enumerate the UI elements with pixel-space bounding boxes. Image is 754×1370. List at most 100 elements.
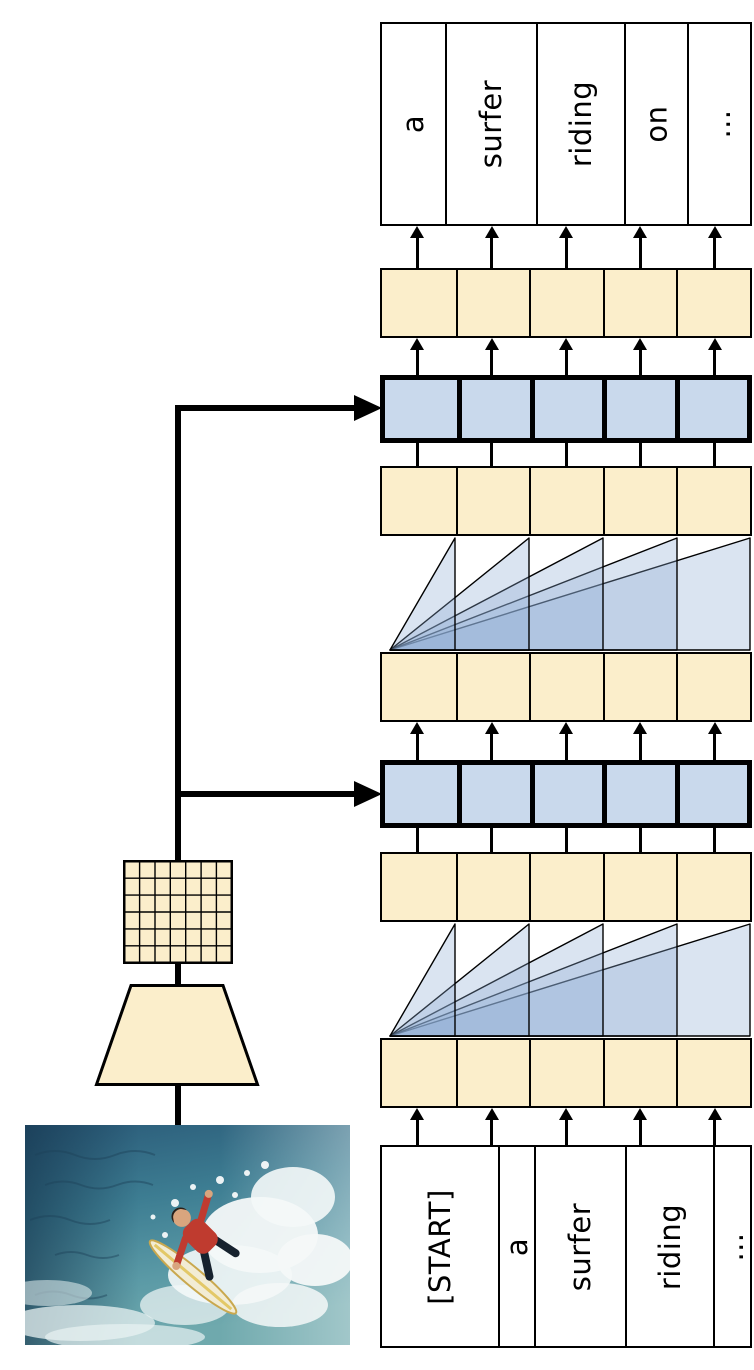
cnn-encoder xyxy=(94,984,260,1086)
output-token-label: a xyxy=(396,114,431,134)
input-token-cell: … xyxy=(713,1147,750,1346)
vector-cell xyxy=(602,654,677,720)
input-token-label: surfer xyxy=(563,1202,598,1291)
flow-arrow xyxy=(713,1119,717,1145)
flow-arrow xyxy=(638,1119,642,1145)
image-feature-row-1 xyxy=(380,375,752,443)
input-token-label: a xyxy=(500,1237,535,1256)
attention-triangle xyxy=(389,923,530,1037)
flow-arrow xyxy=(638,237,642,268)
flow-arrow xyxy=(415,1119,419,1145)
output-token-cell: riding xyxy=(535,24,624,224)
cnn-trapezoid-shape xyxy=(94,984,260,1086)
feature-cell xyxy=(529,380,602,438)
hidden-state-row-4 xyxy=(380,852,752,922)
connector-line xyxy=(490,828,494,852)
feature-cell xyxy=(674,380,747,438)
flow-arrow xyxy=(415,733,419,760)
vector-cell xyxy=(529,854,603,920)
vector-cell xyxy=(676,854,750,920)
connector-row xyxy=(380,828,752,852)
vector-cell xyxy=(455,654,530,720)
attention-triangle xyxy=(389,923,456,1037)
vector-cell xyxy=(676,654,750,720)
flow-arrow xyxy=(490,349,494,375)
connector-line xyxy=(638,828,642,852)
feature-cell xyxy=(674,765,747,823)
connector-row xyxy=(380,443,752,466)
vector-cell xyxy=(602,1040,677,1106)
vector-cell xyxy=(676,270,750,336)
feature-cell xyxy=(457,380,529,438)
flow-arrow xyxy=(415,349,419,375)
output-token-box: a surfer riding on … xyxy=(380,22,752,226)
feature-bus-line xyxy=(175,405,181,862)
vector-cell xyxy=(455,1040,530,1106)
connector-line xyxy=(713,828,717,852)
vector-cell xyxy=(529,654,603,720)
arrow-row xyxy=(380,733,752,760)
vector-cell xyxy=(529,468,603,534)
image-feature-row-2 xyxy=(380,760,752,828)
flow-arrow xyxy=(638,349,642,375)
input-image-surfer-photo xyxy=(25,1125,350,1345)
input-token-label: riding xyxy=(652,1203,687,1290)
flow-arrow xyxy=(713,349,717,375)
flow-arrow xyxy=(638,733,642,760)
feature-cell xyxy=(385,380,457,438)
vector-cell xyxy=(676,1040,750,1106)
flow-arrow xyxy=(564,1119,568,1145)
vector-cell xyxy=(382,1040,456,1106)
feature-cell xyxy=(385,765,457,823)
output-token-label: … xyxy=(702,109,737,139)
encoder-connector-line xyxy=(175,962,181,984)
output-token-label: surfer xyxy=(474,79,509,169)
flow-arrow xyxy=(564,349,568,375)
connector-line xyxy=(415,828,419,852)
hidden-state-row-2 xyxy=(380,466,752,536)
connector-line xyxy=(415,443,419,466)
connector-line xyxy=(490,443,494,466)
output-token-cell: on xyxy=(623,24,687,224)
input-token-box: [START] a surfer riding … xyxy=(380,1145,752,1348)
vector-cell xyxy=(382,270,456,336)
foam-streaks xyxy=(25,1280,205,1345)
input-token-label: [START] xyxy=(422,1188,457,1305)
input-token-cell: riding xyxy=(624,1147,713,1346)
vector-cell xyxy=(382,468,456,534)
feature-injection-arrowhead-2 xyxy=(354,781,382,807)
vector-cell xyxy=(455,468,530,534)
flow-arrow xyxy=(490,1119,494,1145)
feature-cell xyxy=(529,765,602,823)
feature-injection-branch-2 xyxy=(175,791,356,797)
arrow-row xyxy=(380,349,752,375)
vector-cell xyxy=(382,854,456,920)
flow-arrow xyxy=(490,237,494,268)
vector-cell xyxy=(455,270,530,336)
feature-map-grid xyxy=(123,860,233,964)
hidden-state-row-3 xyxy=(380,652,752,722)
vector-cell xyxy=(382,654,456,720)
attention-fan-1 xyxy=(389,537,751,651)
connector-line xyxy=(638,443,642,466)
encoder-connector-line xyxy=(175,1086,181,1125)
arrow-row xyxy=(380,237,752,268)
vector-cell xyxy=(602,468,677,534)
connector-line xyxy=(713,443,717,466)
flow-arrow xyxy=(490,733,494,760)
output-token-cell: surfer xyxy=(445,24,535,224)
feature-cell xyxy=(602,380,674,438)
attention-triangle xyxy=(389,537,456,651)
output-token-cell: … xyxy=(686,24,750,224)
surfer-figure xyxy=(171,1189,240,1281)
flow-arrow xyxy=(713,733,717,760)
embedding-row xyxy=(380,1038,752,1108)
output-token-cell: a xyxy=(382,24,445,224)
feature-cell xyxy=(602,765,674,823)
feature-injection-arrowhead-1 xyxy=(354,395,382,421)
output-token-label: on xyxy=(639,105,674,143)
connector-line xyxy=(564,828,568,852)
attention-fan-2 xyxy=(389,923,751,1037)
input-token-cell: surfer xyxy=(534,1147,624,1346)
